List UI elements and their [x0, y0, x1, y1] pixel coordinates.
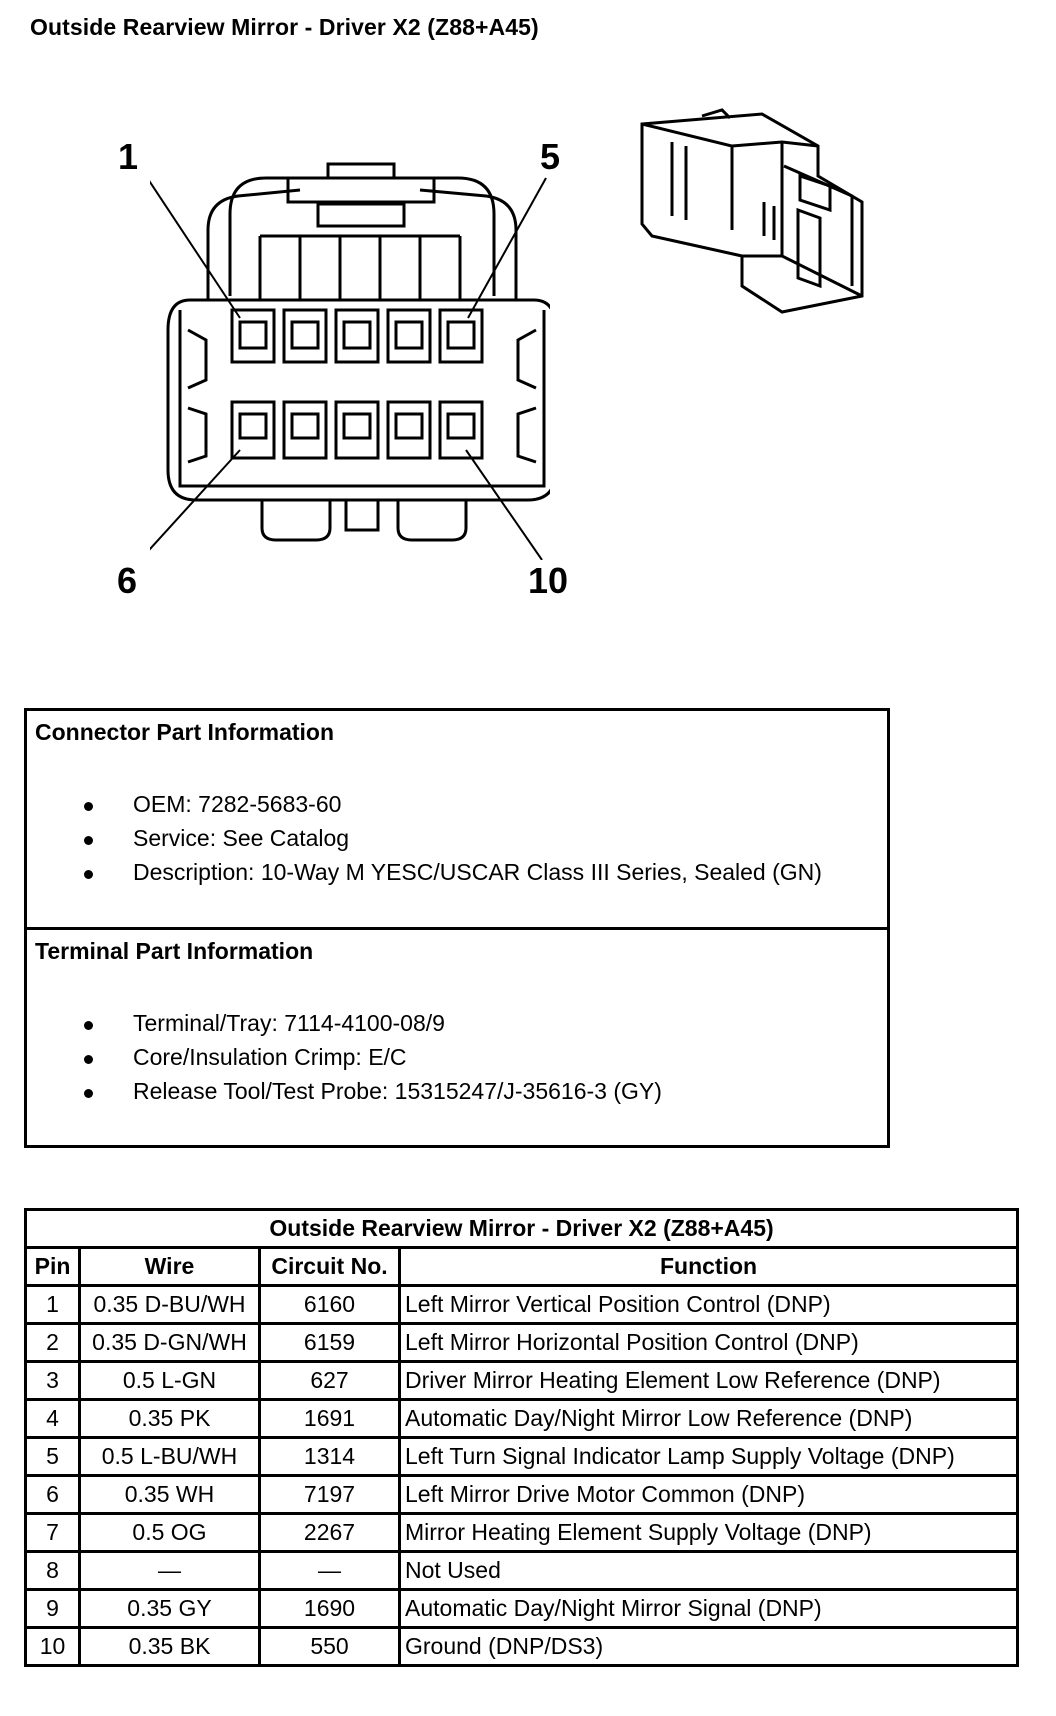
table-row: 2 0.35 D-GN/WH 6159 Left Mirror Horizont… [24, 1322, 1020, 1363]
pin-cell: 3 [24, 1360, 81, 1401]
bullet-icon [84, 802, 93, 811]
bullet-icon [84, 1021, 93, 1030]
page-title: Outside Rearview Mirror - Driver X2 (Z88… [30, 14, 539, 40]
bullet-icon [84, 836, 93, 845]
pin-cell: 8 [24, 1550, 81, 1591]
wire-cell: 0.35 BK [78, 1626, 261, 1667]
wire-cell: — [78, 1550, 261, 1591]
pin-cell: 4 [24, 1398, 81, 1439]
table-title: Outside Rearview Mirror - Driver X2 (Z88… [23, 1208, 1020, 1249]
pin-cell: 6 [24, 1474, 81, 1515]
table-row: 9 0.35 GY 1690 Automatic Day/Night Mirro… [24, 1588, 1020, 1629]
table-row: 6 0.35 WH 7197 Left Mirror Drive Motor C… [24, 1474, 1020, 1515]
function-cell: Mirror Heating Element Supply Voltage (D… [397, 1512, 1020, 1553]
connector-info-heading: Connector Part Information [35, 719, 335, 745]
callout-pin-10: 10 [528, 560, 569, 601]
connector-info-service: Service: See Catalog [133, 825, 350, 851]
terminal-info-crimp: Core/Insulation Crimp: E/C [133, 1044, 407, 1070]
pin-cell: 10 [24, 1626, 81, 1667]
function-cell: Left Mirror Vertical Position Control (D… [397, 1284, 1020, 1325]
circuit-cell: 7197 [258, 1474, 401, 1515]
wire-cell: 0.35 WH [78, 1474, 261, 1515]
part-information-box: Connector Part Information OEM: 7282-568… [24, 708, 890, 1148]
function-cell: Driver Mirror Heating Element Low Refere… [397, 1360, 1020, 1401]
connector-part-information: Connector Part Information OEM: 7282-568… [27, 711, 887, 930]
circuit-cell: 627 [258, 1360, 401, 1401]
pin-cell: 1 [24, 1284, 81, 1325]
circuit-cell: 6159 [258, 1322, 401, 1363]
pin-cell: 9 [24, 1588, 81, 1629]
callout-pin-5: 5 [540, 136, 561, 177]
terminal-info-release-tool: Release Tool/Test Probe: 15315247/J-3561… [133, 1078, 662, 1104]
function-cell: Left Mirror Horizontal Position Control … [397, 1322, 1020, 1363]
table-row: 8 — — Not Used [24, 1550, 1020, 1591]
table-row: 4 0.35 PK 1691 Automatic Day/Night Mirro… [24, 1398, 1020, 1439]
connector-info-description: Description: 10-Way M YESC/USCAR Class I… [133, 859, 822, 885]
connector-face-diagram [150, 162, 550, 560]
bullet-icon [84, 1055, 93, 1064]
callout-pin-1: 1 [118, 136, 139, 177]
table-title-row: Outside Rearview Mirror - Driver X2 (Z88… [23, 1208, 1020, 1249]
table-row: 5 0.5 L-BU/WH 1314 Left Turn Signal Indi… [24, 1436, 1020, 1477]
table-row: 3 0.5 L-GN 627 Driver Mirror Heating Ele… [24, 1360, 1020, 1401]
circuit-cell: 1691 [258, 1398, 401, 1439]
table-row: 7 0.5 OG 2267 Mirror Heating Element Sup… [24, 1512, 1020, 1553]
function-cell: Not Used [397, 1550, 1020, 1591]
circuit-cell: 1690 [258, 1588, 401, 1629]
column-header-pin: Pin [24, 1246, 81, 1287]
wire-cell: 0.35 GY [78, 1588, 261, 1629]
function-cell: Ground (DNP/DS3) [397, 1626, 1020, 1667]
circuit-cell: 550 [258, 1626, 401, 1667]
wire-cell: 0.5 L-GN [78, 1360, 261, 1401]
wire-cell: 0.35 PK [78, 1398, 261, 1439]
function-cell: Automatic Day/Night Mirror Low Reference… [397, 1398, 1020, 1439]
table-header-row: Pin Wire Circuit No. Function [24, 1246, 1020, 1287]
function-cell: Left Mirror Drive Motor Common (DNP) [397, 1474, 1020, 1515]
wire-cell: 0.35 D-GN/WH [78, 1322, 261, 1363]
wire-cell: 0.35 D-BU/WH [78, 1284, 261, 1325]
circuit-cell: 1314 [258, 1436, 401, 1477]
column-header-wire: Wire [78, 1246, 261, 1287]
terminal-info-heading: Terminal Part Information [35, 938, 314, 964]
wire-cell: 0.5 OG [78, 1512, 261, 1553]
bullet-icon [84, 870, 93, 879]
connector-info-oem: OEM: 7282-5683-60 [133, 791, 342, 817]
pin-cell: 2 [24, 1322, 81, 1363]
terminal-part-information: Terminal Part Information Terminal/Tray:… [27, 930, 887, 1145]
circuit-cell: — [258, 1550, 401, 1591]
circuit-cell: 6160 [258, 1284, 401, 1325]
circuit-cell: 2267 [258, 1512, 401, 1553]
function-cell: Left Turn Signal Indicator Lamp Supply V… [397, 1436, 1020, 1477]
column-header-function: Function [397, 1246, 1020, 1287]
wire-cell: 0.5 L-BU/WH [78, 1436, 261, 1477]
pin-cell: 5 [24, 1436, 81, 1477]
connector-isometric-view [640, 108, 864, 314]
callout-pin-6: 6 [117, 560, 138, 601]
bullet-icon [84, 1089, 93, 1098]
function-cell: Automatic Day/Night Mirror Signal (DNP) [397, 1588, 1020, 1629]
pin-cell: 7 [24, 1512, 81, 1553]
terminal-info-tray: Terminal/Tray: 7114-4100-08/9 [133, 1010, 445, 1036]
table-row: 10 0.35 BK 550 Ground (DNP/DS3) [24, 1626, 1020, 1667]
column-header-circuit: Circuit No. [258, 1246, 401, 1287]
pinout-table: Outside Rearview Mirror - Driver X2 (Z88… [23, 1208, 1020, 1667]
table-row: 1 0.35 D-BU/WH 6160 Left Mirror Vertical… [24, 1284, 1020, 1325]
